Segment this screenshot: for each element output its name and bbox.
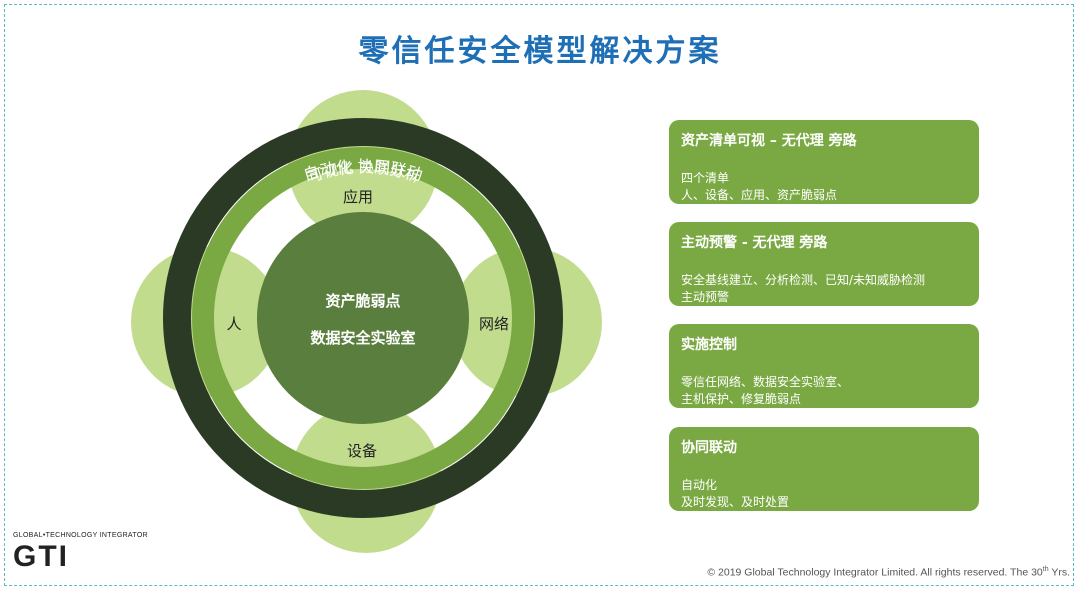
slide-title: 零信任安全模型解决方案 — [358, 34, 722, 69]
slide-frame — [4, 4, 1074, 586]
card-heading: 主动预警 - 无代理 旁路 — [681, 235, 828, 251]
card-heading: 实施控制 — [681, 337, 737, 353]
card-body: 安全基线建立、分析检测、已知/未知威胁检测 主动预警 — [681, 272, 967, 306]
petal-label-bottom: 设备 — [347, 442, 377, 460]
center-label-1: 资产脆弱点 — [325, 292, 400, 310]
card-body: 自动化 及时发现、及时处置 — [681, 477, 967, 511]
center-disc — [257, 212, 469, 424]
copyright-tail: Yrs. — [1048, 566, 1070, 579]
gti-logo: GLOBAL•TECHNOLOGY INTEGRATOR GTI — [13, 532, 148, 572]
card-line: 主动预警 — [681, 290, 730, 304]
petal-label-top: 应用 — [343, 188, 373, 206]
copyright-sup: th — [1042, 566, 1049, 573]
card-asset-inventory: 资产清单可视 – 无代理 旁路 四个清单 人、设备、应用、资产脆弱点 — [669, 120, 979, 204]
center-label-2: 数据安全实验室 — [310, 329, 415, 347]
petal-label-left: 人 — [226, 315, 241, 333]
card-line: 及时发现、及时处置 — [681, 495, 790, 509]
card-coordination: 协同联动 自动化 及时发现、及时处置 — [669, 427, 979, 511]
card-line: 四个清单 — [681, 171, 730, 185]
logo-tagline: GLOBAL•TECHNOLOGY INTEGRATOR — [13, 532, 148, 539]
inner-ring — [192, 147, 534, 489]
card-proactive-alert: 主动预警 - 无代理 旁路 安全基线建立、分析检测、已知/未知威胁检测 主动预警 — [669, 222, 979, 306]
card-heading: 资产清单可视 – 无代理 旁路 — [681, 133, 857, 149]
outer-ring — [163, 118, 563, 518]
card-line: 安全基线建立、分析检测、已知/未知威胁检测 — [681, 273, 926, 287]
copyright-notice: © 2019 Global Technology Integrator Limi… — [707, 566, 1070, 579]
card-line: 主机保护、修复脆弱点 — [681, 392, 802, 406]
card-heading: 协同联动 — [681, 440, 737, 456]
copyright-text: © 2019 Global Technology Integrator Limi… — [707, 566, 1043, 579]
card-body: 零信任网络、数据安全实验室、 主机保护、修复脆弱点 — [681, 374, 967, 408]
card-line: 自动化 — [681, 478, 718, 492]
logo-mark: GTI — [13, 540, 69, 573]
card-line: 零信任网络、数据安全实验室、 — [681, 375, 850, 389]
card-enforce-control: 实施控制 零信任网络、数据安全实验室、 主机保护、修复脆弱点 — [669, 324, 979, 408]
petal-label-right: 网络 — [479, 315, 509, 333]
card-body: 四个清单 人、设备、应用、资产脆弱点 — [681, 170, 967, 204]
card-line: 人、设备、应用、资产脆弱点 — [681, 188, 838, 202]
